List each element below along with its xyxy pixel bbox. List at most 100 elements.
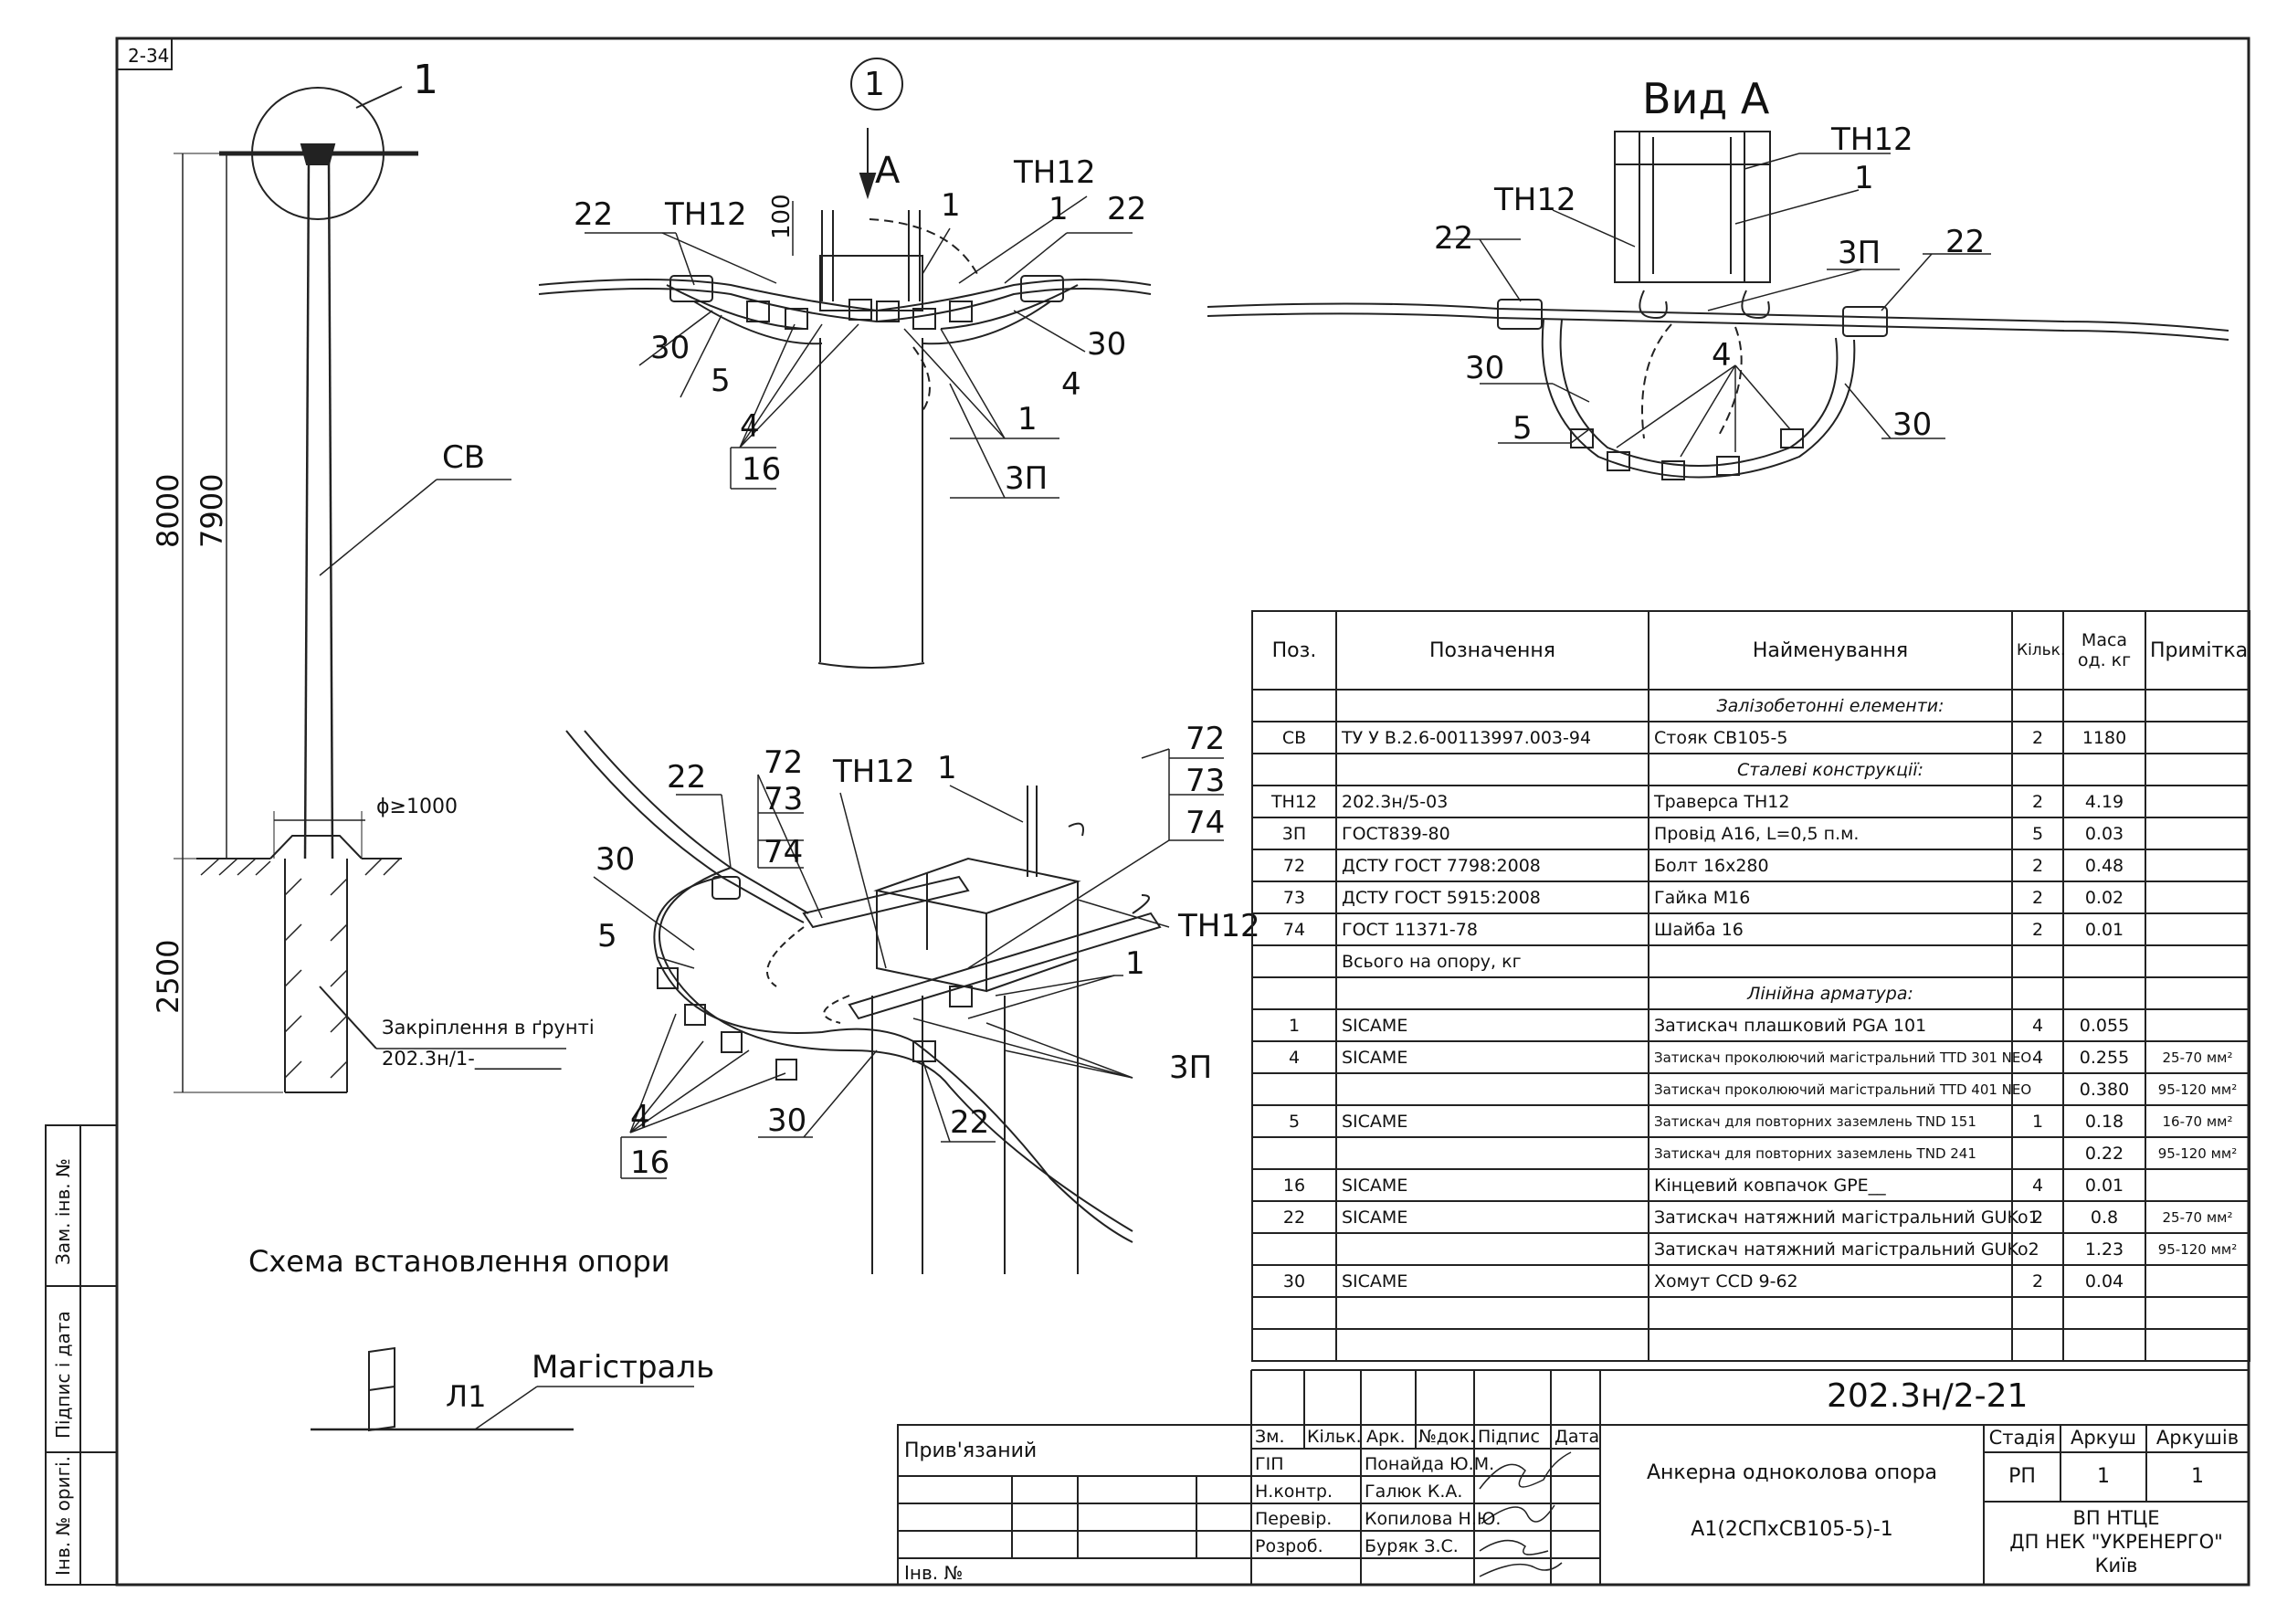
isometric-drawing: [565, 730, 1224, 1274]
caption-install: Схема встановлення опори: [248, 1244, 670, 1279]
svg-text:3П: 3П: [1005, 460, 1048, 497]
col-pos: Поз.: [1251, 610, 1337, 691]
cell-name: Болт 16х280: [1648, 849, 2013, 882]
svg-text:ТН12: ТН12: [1830, 121, 1913, 158]
cell-code: SICAME: [1335, 1168, 1649, 1202]
cell-qty: 1: [2011, 1104, 2064, 1138]
cell-mass: 0.8: [2062, 1200, 2146, 1234]
tb-col-ark: Арк.: [1366, 1427, 1406, 1447]
svg-text:5: 5: [597, 918, 617, 954]
cell-mass: 0.18: [2062, 1104, 2146, 1138]
svg-text:22: 22: [950, 1104, 989, 1141]
cell-code: ТУ У В.2.6-00113997.003-94: [1335, 721, 1649, 754]
cell-qty: 2: [2011, 849, 2064, 882]
sheet-value: 1: [2097, 1465, 2110, 1488]
cell-note: 25-70 мм²: [2145, 1200, 2250, 1234]
org-line-1: ВП НТЦЕ: [2072, 1507, 2160, 1529]
svg-text:30: 30: [650, 330, 690, 366]
cell-mass: 0.48: [2062, 849, 2146, 882]
sheet-code: 2-34: [128, 45, 169, 67]
svg-text:30: 30: [1087, 326, 1126, 363]
spec-row: Затискач проколюючий магістральний TTD 4…: [1251, 1072, 2250, 1106]
spec-section-row: Сталеві конструкції:: [1251, 753, 2250, 786]
cell-code: [1335, 1072, 1649, 1106]
cell-pos: СВ: [1251, 721, 1337, 754]
isometric-labels: 72 73 74 22 72 73 74 ТН12 1 30 5 ТН12 1 …: [595, 721, 1260, 1181]
cell-code: SICAME: [1335, 1264, 1649, 1298]
cell-mass: 0.04: [2062, 1264, 2146, 1298]
cell-mass: 1180: [2062, 721, 2146, 754]
cell-note: 16-70 мм²: [2145, 1104, 2250, 1138]
cell-qty: 2: [2011, 721, 2064, 754]
svg-text:4: 4: [630, 1099, 650, 1135]
svg-text:16: 16: [630, 1144, 669, 1181]
cell-code: ГОСТ 11371-78: [1335, 912, 1649, 946]
svg-text:5: 5: [711, 363, 731, 399]
dim-diameter: ϕ≥1000: [376, 796, 458, 818]
cell-note: [2145, 1264, 2250, 1298]
cell-name: Затискач для повторних заземлень TND 241: [1648, 1136, 2013, 1170]
spec-row: Всього на опору, кг: [1251, 944, 2250, 978]
soil-ref: 202.3н/1-_________: [382, 1048, 562, 1070]
drawing-title-2: А1(2СПхСВ105-5)-1: [1691, 1518, 1893, 1541]
cell-note: [2145, 912, 2250, 946]
role-nkontr: Н.контр.: [1255, 1482, 1333, 1502]
cell-code: SICAME: [1335, 1008, 1649, 1042]
cell-qty: 4: [2011, 1008, 2064, 1042]
cell-note: [2145, 1168, 2250, 1202]
dim-7900: 7900: [195, 474, 229, 548]
cell-name: Провід А16, L=0,5 п.м.: [1648, 817, 2013, 850]
cell-note: 25-70 мм²: [2145, 1040, 2250, 1074]
cell-qty: 2: [2011, 1200, 2064, 1234]
cell-pos: 72: [1251, 849, 1337, 882]
tb-col-kilk: Кільк.: [1307, 1427, 1362, 1447]
view-a-drawing: [1207, 131, 2229, 480]
svg-text:22: 22: [1434, 220, 1473, 257]
cell-qty: [2011, 1232, 2064, 1266]
doc-number: 202.3н/2-21: [1827, 1377, 2029, 1415]
svg-text:30: 30: [767, 1102, 806, 1139]
cell-note: [2145, 785, 2250, 818]
cell-pos: 30: [1251, 1264, 1337, 1298]
spec-empty-row: [1251, 1328, 2250, 1362]
col-code: Позначення: [1335, 610, 1649, 691]
name-nkontr: Галюк К.А.: [1365, 1482, 1463, 1502]
cell-qty: 2: [2011, 912, 2064, 946]
cell-qty: 2: [2011, 881, 2064, 914]
cell-pos: [1251, 944, 1337, 978]
svg-text:Інв. № оригі.: Інв. № оригі.: [52, 1456, 74, 1576]
cell-pos: 22: [1251, 1200, 1337, 1234]
spec-section-row: Залізобетонні елементи:: [1251, 689, 2250, 722]
svg-text:Зам. інв. №: Зам. інв. №: [52, 1158, 74, 1265]
cell-pos: [1251, 1232, 1337, 1266]
pole-elevation: [174, 86, 566, 1093]
svg-text:72: 72: [764, 744, 803, 781]
inv-no-label: Інв. №: [904, 1562, 964, 1584]
cell-code: Всього на опору, кг: [1335, 944, 1649, 978]
cell-name: Стояк СВ105-5: [1648, 721, 2013, 754]
cell-note: [2145, 817, 2250, 850]
cell-qty: 2: [2011, 1264, 2064, 1298]
svg-text:73: 73: [1186, 763, 1225, 799]
cell-name: Затискач проколюючий магістральний TTD 3…: [1648, 1040, 2031, 1074]
svg-text:74: 74: [1186, 805, 1225, 841]
cell-note: 95-120 мм²: [2145, 1232, 2250, 1266]
name-perevir: Копилова Н.Ю.: [1365, 1509, 1502, 1529]
soil-label: Закріплення в ґрунті: [382, 1017, 595, 1039]
col-name: Найменування: [1648, 610, 2013, 691]
role-perevir: Перевір.: [1255, 1509, 1333, 1529]
dim-8000: 8000: [151, 474, 185, 548]
side-stamp: Зам. інв. № Підпис і дата Інв. № оригі.: [45, 1124, 118, 1586]
svg-text:30: 30: [1892, 406, 1932, 443]
section-title: Сталеві конструкції:: [1648, 753, 2013, 786]
tb-col-doc: №док.: [1418, 1427, 1476, 1447]
col-qty: Кільк.: [2011, 610, 2065, 691]
route-symbol: [311, 1346, 694, 1432]
svg-text:1: 1: [937, 750, 957, 786]
